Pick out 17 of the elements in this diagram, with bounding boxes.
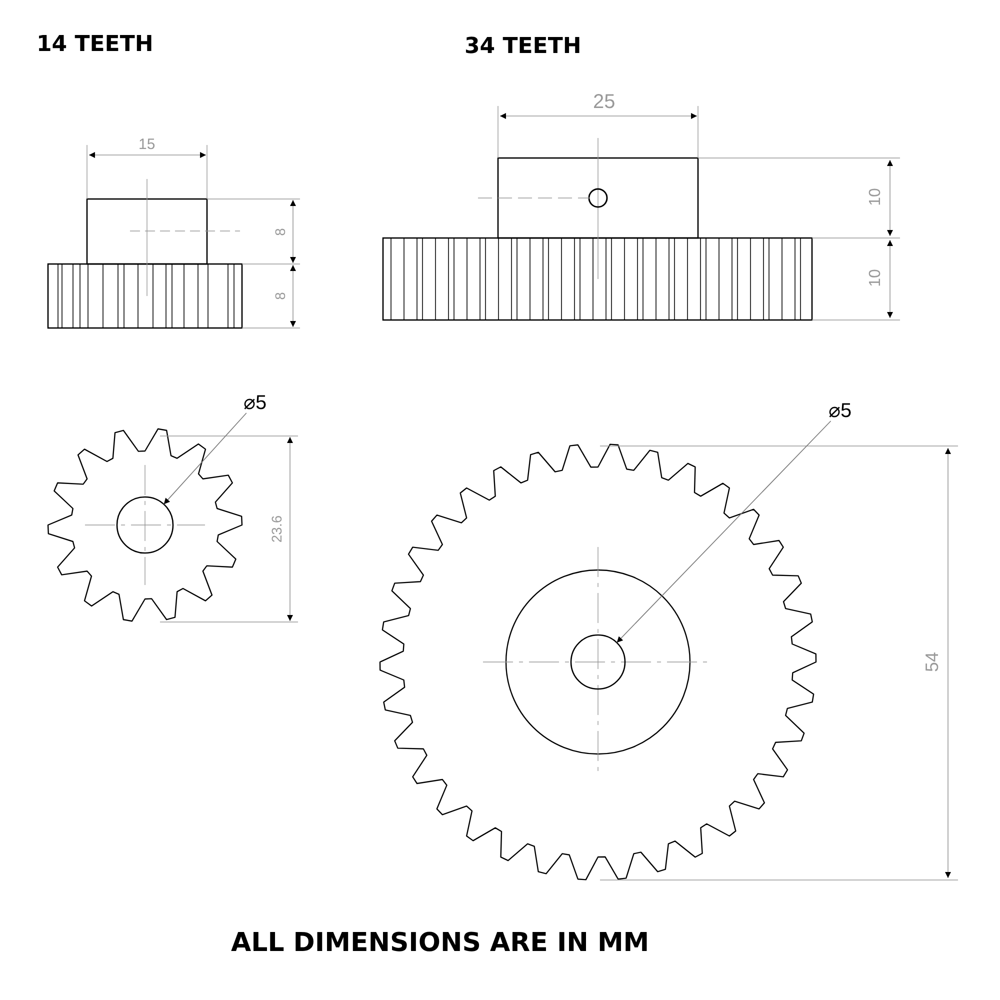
dimension-value: 8 — [272, 228, 287, 236]
diameter-label: ⌀5 — [244, 393, 267, 413]
leader-line — [616, 420, 832, 643]
dimension-value: 10 — [868, 188, 884, 206]
dimension-value: 10 — [868, 269, 884, 287]
dimension-value: 54 — [923, 652, 942, 672]
dimension-value: 15 — [138, 136, 156, 152]
heading: 14 TEETH — [36, 34, 154, 56]
heading: 34 TEETH — [464, 36, 582, 58]
leader-line — [163, 412, 247, 505]
caption: ALL DIMENSIONS ARE IN MM — [231, 930, 650, 956]
diameter-label: ⌀5 — [828, 401, 852, 421]
dimension-value: 8 — [272, 292, 287, 300]
dimension-value: 23.6 — [269, 515, 284, 543]
bore-hole — [116, 496, 174, 554]
bore-hole — [570, 634, 626, 690]
dimension-value: 25 — [593, 92, 616, 112]
